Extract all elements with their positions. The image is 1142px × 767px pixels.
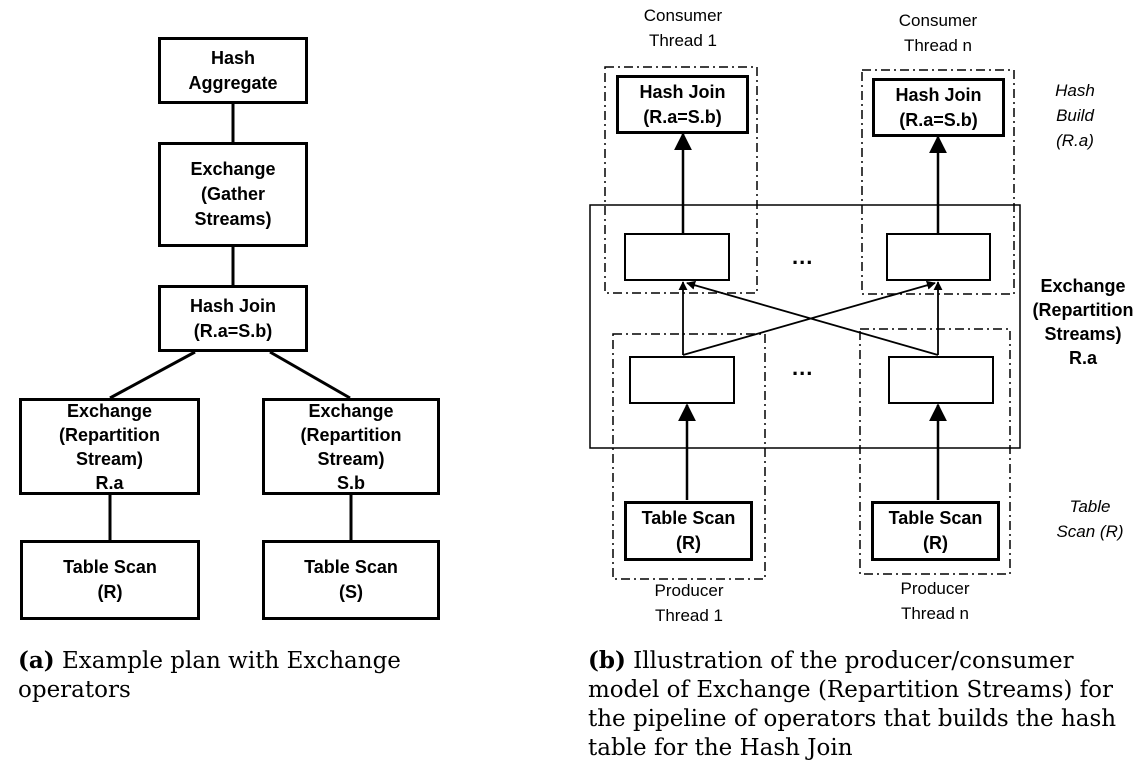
consumer-thread-n-label: Consumer Thread n	[898, 11, 978, 55]
table-scan-side-label: Table Scan (R)	[1056, 497, 1124, 541]
caption-b-text: Illustration of the producer/consumer mo…	[588, 648, 1117, 761]
producer-thread-n-label: Producer Thread n	[900, 579, 970, 623]
table-scan-producer-n: Table Scan (R)	[871, 501, 1000, 561]
exchange-region	[589, 204, 1021, 449]
table-scan-s-node: Table Scan (S)	[262, 540, 440, 620]
exchange-repartition-r-node: Exchange (Repartition Stream) R.a	[19, 398, 200, 495]
arrow-producer1-to-consumern	[682, 280, 936, 356]
caption-a-text: Example plan with Exchange operators	[18, 648, 401, 703]
caption-b-tag: (b)	[588, 647, 626, 674]
hash-build-label: Hash Build (R.a)	[1055, 81, 1095, 150]
table-scan-r-node: Table Scan (R)	[20, 540, 200, 620]
exchange-repartition-label: Exchange (Repartition Streams) R.a	[1032, 276, 1134, 368]
hash-join-node: Hash Join (R.a=S.b)	[158, 285, 308, 352]
arrow-producern-to-consumer1	[686, 280, 939, 356]
producer-thread-1-label: Producer Thread 1	[654, 581, 724, 625]
caption-b: (b) Illustration of the producer/consume…	[588, 646, 1138, 763]
consumer-1-buffer	[624, 233, 730, 281]
exchange-gather-node: Exchange (Gather Streams)	[158, 142, 308, 247]
edge-join-exchange-r	[109, 350, 196, 400]
caption-a: (a) Example plan with Exchange operators	[18, 646, 458, 705]
consumer-ellipsis: ...	[792, 244, 814, 269]
table-scan-producer-1: Table Scan (R)	[624, 501, 753, 561]
consumer-n-buffer	[886, 233, 991, 281]
caption-a-tag: (a)	[18, 647, 55, 674]
producer-1-buffer	[629, 356, 735, 404]
hash-aggregate-node: Hash Aggregate	[158, 37, 308, 104]
consumer-thread-1-region	[604, 66, 758, 294]
producer-thread-n-region	[859, 328, 1011, 575]
producer-n-buffer	[888, 356, 994, 404]
edge-join-exchange-s	[269, 350, 351, 400]
exchange-repartition-s-node: Exchange (Repartition Stream) S.b	[262, 398, 440, 495]
producer-thread-1-region	[612, 333, 766, 580]
producer-ellipsis: ...	[792, 355, 814, 380]
hash-join-consumer-1: Hash Join (R.a=S.b)	[616, 75, 749, 134]
hash-join-consumer-n: Hash Join (R.a=S.b)	[872, 78, 1005, 137]
consumer-thread-1-label: Consumer Thread 1	[643, 6, 723, 50]
